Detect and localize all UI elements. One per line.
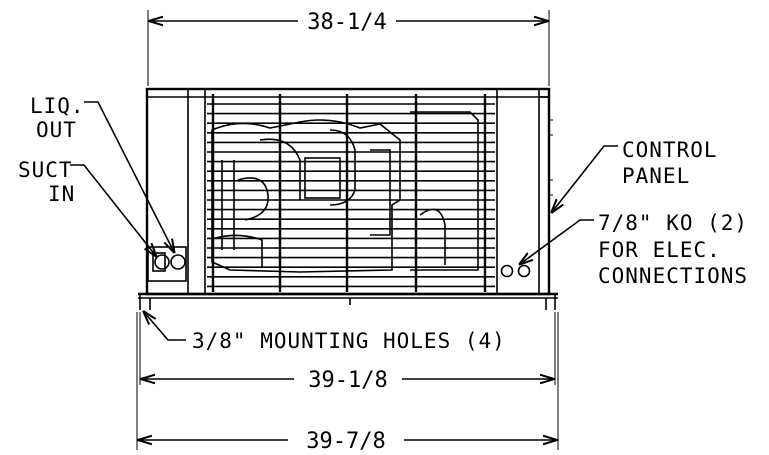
dimension-top: 38-1/4 <box>147 10 550 86</box>
label-suct-line2: IN <box>48 182 75 206</box>
dimension-top-label: 38-1/4 <box>307 10 386 35</box>
knockout-hole <box>500 264 514 278</box>
label-ko-line1: 7/8" KO (2) <box>598 211 748 235</box>
label-control-line1: CONTROL <box>622 138 718 162</box>
callout-knockouts: 7/8" KO (2) FOR ELEC. CONNECTIONS <box>520 211 748 288</box>
suction-valve <box>154 254 170 270</box>
label-suct-line1: SUCT <box>18 158 73 182</box>
dimension-overall-label: 39-7/8 <box>306 429 385 454</box>
label-liq-line1: LIQ. <box>30 94 85 118</box>
callout-liq-out: LIQ. OUT <box>30 94 174 252</box>
dimension-base: 39-1/8 <box>139 312 556 393</box>
callout-suct-in: SUCT IN <box>18 158 156 256</box>
label-control-line2: PANEL <box>622 164 690 188</box>
dimension-overall: 39-7/8 <box>136 312 559 454</box>
label-liq-line2: OUT <box>36 118 77 142</box>
fan-guard-grille <box>207 103 495 288</box>
liquid-valve <box>170 254 186 270</box>
knockout-hole <box>517 264 531 278</box>
callout-mounting-holes: 3/8" MOUNTING HOLES (4) <box>144 312 506 353</box>
label-ko-line3: CONNECTIONS <box>598 264 748 288</box>
callout-control-panel: CONTROL PANEL <box>552 138 718 212</box>
label-ko-line2: FOR ELEC. <box>598 238 721 262</box>
dimension-base-label: 39-1/8 <box>308 368 387 393</box>
grille-posts <box>211 94 487 292</box>
label-mounting: 3/8" MOUNTING HOLES (4) <box>192 329 506 353</box>
